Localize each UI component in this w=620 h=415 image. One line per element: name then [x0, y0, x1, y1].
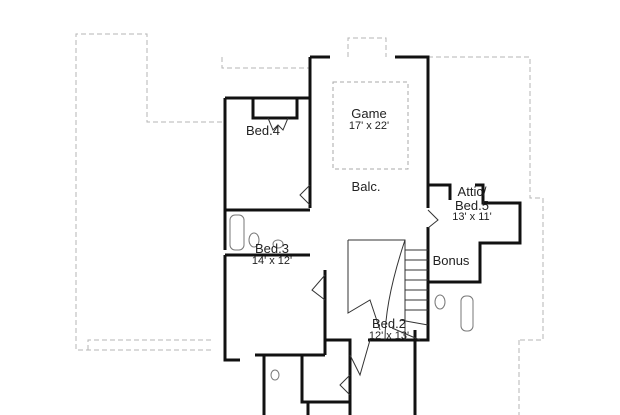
room-label-bed2: Bed.2 12' x 13': [369, 317, 409, 342]
room-label-bonus: Bonus: [433, 254, 470, 268]
roof-outline-dashed: [75, 33, 544, 415]
inner-lines: [332, 81, 429, 341]
room-name: Game: [351, 106, 387, 121]
walls: [223, 55, 522, 415]
room-label-bed4: Bed.4: [246, 124, 280, 138]
room-dims: 12' x 13': [368, 329, 410, 342]
room-name: Bed.2: [372, 316, 406, 331]
room-name: Balc.: [351, 179, 381, 194]
room-label-bed3: Bed.3 14' x 12': [252, 242, 292, 267]
room-dims: 13' x 11': [452, 211, 492, 224]
room-label-attic: Attic/ Bed.5 13' x 11': [452, 185, 491, 224]
door-swings: [267, 117, 439, 396]
room-name-line1: Attic/: [457, 184, 487, 199]
room-name-line2: Bed.5: [455, 197, 489, 213]
room-dims: 14' x 12': [251, 254, 293, 267]
room-dims: 17' x 22': [348, 119, 390, 132]
room-label-game: Game 17' x 22': [349, 107, 389, 132]
room-label-balc: Balc.: [352, 180, 381, 194]
room-name: Bed.3: [255, 241, 289, 256]
room-name: Bonus: [432, 253, 470, 268]
bath-fixtures: [229, 214, 474, 381]
room-name: Bed.4: [246, 123, 280, 138]
